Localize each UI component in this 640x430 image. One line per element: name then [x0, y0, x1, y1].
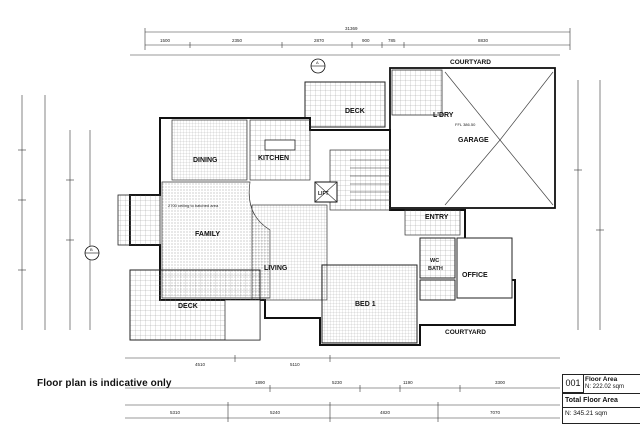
- dim-label: 2350: [232, 38, 243, 43]
- room-label-dining: DINING: [193, 157, 218, 164]
- living-floor: [251, 204, 328, 301]
- dim-label: 900: [362, 38, 370, 43]
- room-label-deck-bottom: DECK: [178, 303, 198, 310]
- room-label-entry: ENTRY: [425, 214, 449, 221]
- dim-label: 7070: [490, 410, 501, 415]
- entry-floor: [404, 209, 461, 236]
- dim-label: 8830: [478, 38, 489, 43]
- dim-label: 2870: [314, 38, 325, 43]
- dim-label: 5230: [332, 380, 343, 385]
- disclaimer-note: Floor plan is indicative only: [37, 378, 172, 389]
- dimension-lines-right: [574, 80, 604, 330]
- floor-level-note: FFL 386.50: [455, 122, 476, 127]
- courtyard-bottom-label: COURTYARD: [445, 329, 486, 336]
- bath-floor: [419, 237, 456, 279]
- courtyard-top-label: COURTYARD: [450, 59, 491, 66]
- dim-label: 5110: [290, 362, 300, 367]
- garage-roof-lines: [444, 71, 554, 206]
- total-floor-area-value: N: 345.21 sqm: [565, 410, 608, 417]
- floor-area-value: N: 222.02 sqm: [585, 384, 625, 390]
- dim-label: 3300: [495, 380, 506, 385]
- room-label-kitchen: KITCHEN: [258, 155, 289, 162]
- room-label-bath: BATH: [428, 266, 443, 272]
- overall-dimension: 31369: [345, 26, 358, 31]
- laundry-floor: [391, 69, 443, 116]
- dim-label: 785: [388, 38, 396, 43]
- ceiling-note: 2700 ceiling to batched area: [168, 203, 219, 208]
- room-label-living: LIVING: [264, 265, 288, 272]
- room-label-bed1: BED 1: [355, 301, 376, 308]
- section-marker-a: A: [310, 58, 326, 74]
- bed1-floor: [321, 264, 418, 344]
- room-label-garage: GARAGE: [458, 137, 489, 144]
- dim-label: 5310: [170, 410, 181, 415]
- side-deck: [117, 194, 161, 246]
- area-table: 001 Floor Area N: 222.02 sqm Total Floor…: [562, 374, 640, 424]
- dining-floor: [171, 119, 248, 181]
- dim-label: 1500: [160, 38, 171, 43]
- room-label-lift: LIFT: [318, 191, 329, 197]
- entry-hall-floor: [329, 149, 391, 211]
- room-label-family: FAMILY: [195, 231, 220, 238]
- room-label-wc: WC: [430, 258, 439, 264]
- total-floor-area-label: Total Floor Area: [565, 397, 618, 404]
- room-label-deck-top: DECK: [345, 108, 365, 115]
- dim-label: 4820: [380, 410, 391, 415]
- section-marker-b: B: [84, 245, 100, 261]
- svg-text:B: B: [90, 247, 93, 252]
- floor-area-label: Floor Area: [585, 376, 618, 383]
- dimension-lines-top: [130, 28, 571, 56]
- area-table-id: 001: [563, 375, 584, 393]
- staircase: [350, 159, 390, 201]
- room-label-office: OFFICE: [462, 272, 488, 279]
- deck-top-area: [304, 81, 386, 128]
- dim-label: 4510: [195, 362, 206, 367]
- kitchen-island: [264, 139, 296, 151]
- office-floor: [456, 237, 513, 299]
- svg-text:A: A: [316, 60, 319, 65]
- dim-label: 5240: [270, 410, 281, 415]
- dim-label: 1890: [255, 380, 266, 385]
- dimension-lines-left: [18, 95, 91, 330]
- dim-label: 1190: [403, 380, 413, 385]
- room-label-laundry: L'DRY: [433, 112, 454, 119]
- dimension-lines-bottom: [125, 355, 560, 422]
- wc-floor: [419, 279, 456, 301]
